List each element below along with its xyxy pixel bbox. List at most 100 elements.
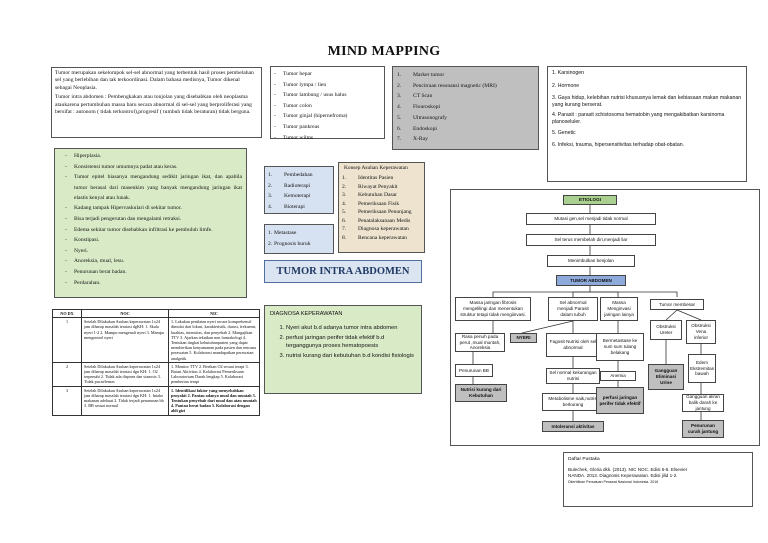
etiology-item: 2. Hormone [552, 82, 580, 89]
manifestation-item: Anoreksia, mual, lesu. [65, 256, 242, 267]
nursing-care-label: Pemeriksaan Fisik [358, 200, 400, 207]
nursing-care-item: 5. Pemeriksaan Penunjang [342, 208, 421, 217]
nursing-care-number: 5. [342, 209, 347, 215]
flow-lump: Menimbulkan benjolan [547, 255, 635, 267]
complication-label: Metastase [274, 230, 297, 236]
examination-item: 3.CT Scan [397, 91, 534, 102]
examination-label: Endoskopi [413, 125, 437, 132]
nursing-care-label: Pemeriksaan Penunjang [358, 209, 412, 215]
manifestation-item: Penurunan berat badan. [65, 267, 242, 278]
diagnosis-item: nutrisi kurang dari kebutuhan b.d kondis… [286, 352, 416, 361]
diagnosis-box: DIAGNOSA KEPERAWATAN Nyeri akut b.d adan… [264, 305, 422, 394]
management-label: Bioterapi [284, 204, 305, 211]
flow-pain: NYERI [510, 333, 537, 343]
examination-item: 6.Endoskopi [397, 124, 534, 135]
flow-bloated: Rasa penuh pada perut ,mual muntah, Anor… [455, 333, 505, 352]
manifestation-item: Konsistensi tumor umumnya padat atau ker… [65, 162, 242, 173]
definition-box: Tumor merupakan sekelompok sel-sel abnor… [51, 67, 262, 138]
complication-item: 1.Metastase [268, 228, 330, 239]
tumor-banner: TUMOR INTRA ABDOMEN [264, 260, 422, 283]
examination-item: 2. Pencitraan resonansi magnetic (MRI) [397, 81, 534, 92]
manifestation-item: Tumor epitel biasanya mengandung sedikit… [65, 172, 242, 203]
examination-number: 4. [397, 104, 402, 111]
flow-ureter-obstruction: Obstruksi Ureter [650, 320, 682, 340]
table-cell-no: 1 [52, 317, 82, 363]
nursing-care-number: 7. [342, 226, 347, 232]
examination-item: 4. Flouroskopi [397, 102, 534, 113]
classification-item: Tumor wilms [274, 133, 381, 144]
classification-item: Tumor ginjal (hipernefroma) [274, 111, 381, 122]
etiology-item: 6. Infeksi, trauma, hipersensitivitas te… [552, 142, 685, 149]
examination-label: Marker tumor [413, 72, 445, 78]
classification-item: Tumor lympa / lien [274, 80, 381, 91]
flow-metastasis: Bermetastase ke sum sum tulang belakang [596, 333, 644, 361]
nursing-care-box: Konsep Asuhan Keperawatan 1.Identitas Pa… [338, 162, 425, 253]
examination-number: 5. [397, 114, 402, 121]
diagnosis-heading: DIAGNOSA KEPERAWATAN [270, 311, 343, 317]
examination-label: Pencitraan resonansi magnetic (MRI) [413, 82, 497, 89]
flow-nutrition-deficit: Nutrisi kurang dari Kebutuhan [455, 384, 507, 402]
nursing-care-number: 1. [342, 175, 347, 181]
flow-anemia: Anemia [600, 371, 636, 381]
nursing-care-item: 6.Penatalaksanaan Medis [342, 217, 421, 226]
reference-list: Bulechek, Gloria dkk. (2013). NIC NOC. E… [568, 467, 748, 485]
flow-enlarging: Tumor membesar [650, 299, 704, 310]
examination-box: 1. Marker tumor 2. Pencitraan resonansi mag… [392, 66, 539, 150]
nursing-care-label: Kebutuhan Dasar [358, 192, 397, 198]
nursing-care-label: Diagnosa keperawatan [358, 226, 409, 232]
complication-item: 2.Prognosis buruk [268, 239, 330, 250]
classification-item: Tumor lambung / usus halus [274, 90, 381, 101]
manifestation-item: Edema sekitar tumor disebabkan infiltras… [65, 225, 242, 236]
flow-activity-intolerance: Intoleransi aktivitas [542, 421, 604, 432]
flow-cardiac-output: Penurunan curah jantung [682, 420, 724, 438]
examination-item: 5.Ultrasonografy [397, 113, 534, 124]
examination-label: CT Scan [413, 93, 433, 100]
flow-etiology: ETIOLOGI [563, 195, 617, 205]
table-cell-noc: Setelah Dilakukan Asuhan keperawatan 1x2… [81, 361, 169, 387]
nursing-care-label: Riwayat Penyakit [358, 183, 398, 190]
complication-label: Prognosis buruk [274, 240, 311, 247]
management-item: 2.Radioterapi [268, 181, 330, 192]
complication-number: 2. [268, 240, 273, 247]
reference-item: Bulechek, Gloria dkk. (2013). NIC NOC. E… [568, 467, 688, 472]
classification-item: Tumor pankreas [274, 122, 381, 133]
nursing-care-label: Rencana keperawatan [358, 234, 407, 241]
manifestation-item: Nyeri. [65, 246, 242, 257]
examination-label: Flouroskopi [413, 104, 441, 111]
table-header-nic: NIC [168, 308, 260, 319]
nursing-care-item: 4.Pemeriksaan Fisik [342, 200, 421, 209]
complication-number: 1. [268, 230, 273, 236]
flow-normal-cell: Sel normal kekurangan nutrisi [546, 368, 600, 384]
management-number: 4. [268, 204, 273, 211]
reference-box: Daftar Pustaka Bulechek, Gloria dkk. (20… [563, 452, 753, 507]
examination-number: 7. [397, 136, 402, 143]
diagnosis-item: Nyeri akut b.d adanya tumor intra abdome… [286, 324, 416, 333]
nursing-care-item: 7. Diagnosa keperawatan [342, 225, 421, 234]
manifestation-item: Perdarahan. [65, 278, 242, 289]
flow-weight-loss: Penurunan BB [455, 364, 493, 377]
flow-cell-division: Sel terus membelah diri,menjadi liar [526, 234, 656, 246]
reference-heading: Daftar Pustaka [568, 457, 600, 462]
reference-item: NANDA. 2013. Diagnosis Keperawatan. Edis… [568, 473, 678, 478]
pathway-box [450, 189, 760, 446]
management-item: 3.Kemoterapi [268, 191, 330, 202]
management-number: 1. [268, 172, 273, 178]
examination-number: 1. [397, 72, 402, 78]
etiology-item: 4. Parasit : parasit schistosoma hematob… [552, 112, 725, 125]
flow-fibrosis: Massa jaringan fibrosis mengelilingi dan… [455, 297, 531, 321]
nursing-care-item: 2.Riwayat Penyakit [342, 183, 421, 192]
table-cell-noc: Setelah Dilakukan Asuhan keperawatan 1x2… [81, 385, 169, 416]
diagnosis-list: Nyeri akut b.d adanya tumor intra abdome… [270, 324, 416, 360]
nursing-care-item: 8.Rencana keperawatan [342, 234, 421, 243]
management-label: Pembedahan [284, 172, 313, 178]
flow-vein-obstruction: Obstruksi Vena inferior [686, 320, 716, 344]
examination-number: 2. [397, 82, 402, 89]
definition-text-2: Tumor intra abdomen : Pembengkakan atau … [55, 94, 252, 116]
